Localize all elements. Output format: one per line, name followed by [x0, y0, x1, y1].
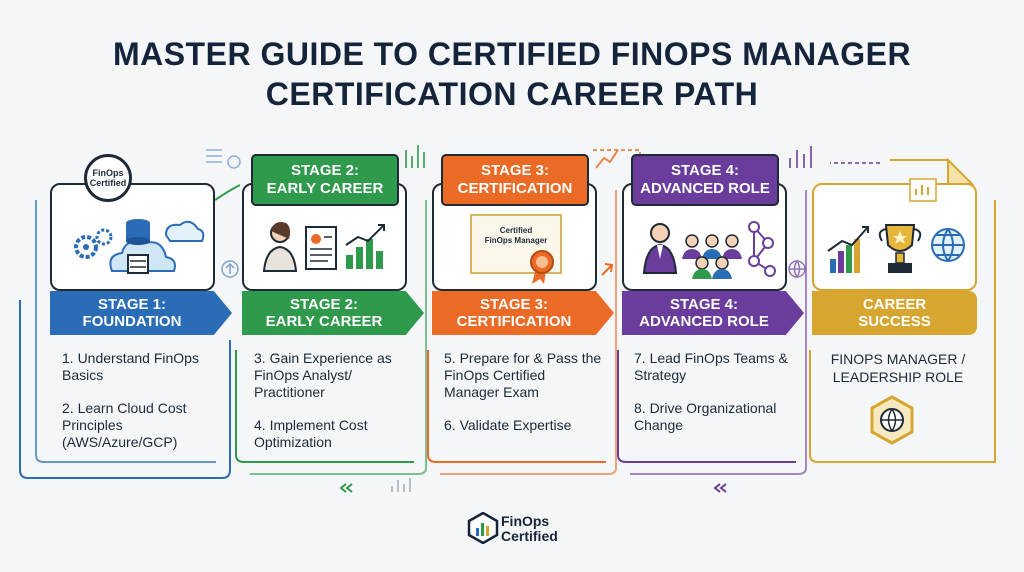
certificate-line-2: FinOps Manager — [484, 236, 548, 245]
globe-icon — [931, 228, 965, 262]
step-item: 6. Validate Expertise — [444, 417, 572, 433]
report-icon — [909, 178, 937, 202]
bar-chart-icon — [827, 226, 869, 273]
globe-icon — [788, 260, 806, 278]
stage-4-header-line-2: ADVANCED ROLE — [640, 180, 770, 197]
stage-4-header-tab: STAGE 4: ADVANCED ROLE — [631, 154, 779, 206]
ribbon-icon — [530, 250, 554, 284]
stage-4-steps: 7. Lead FinOps Teams & Strategy 8. Drive… — [634, 350, 794, 450]
bar-chart-icon — [345, 224, 385, 269]
bar-chart-icon — [789, 146, 812, 168]
step-item: 1. Understand FinOps Basics — [62, 350, 199, 383]
stage-2-steps: 3. Gain Experience as FinOps Analyst/ Pr… — [254, 350, 414, 467]
stage-3-header-line-2: CERTIFICATION — [457, 180, 573, 197]
person-icon — [262, 222, 298, 272]
stage-3-banner: STAGE 3: CERTIFICATION — [432, 291, 614, 335]
page-title: MASTER GUIDE TO CERTIFIED FINOPS MANAGER… — [0, 34, 1024, 114]
certificate-line-1: Certified — [499, 226, 533, 235]
stage-4-header-line-1: STAGE 4: — [670, 162, 740, 179]
trophy-icon — [878, 224, 922, 273]
finops-certified-badge: FinOps Certified — [84, 154, 132, 202]
dashboard-icon — [206, 149, 241, 169]
chart-dots-icon — [391, 478, 411, 492]
globe-badge-icon — [870, 395, 914, 445]
stage-2-banner-line-1: STAGE 2: — [289, 296, 359, 313]
career-success-card — [812, 178, 977, 291]
stage-2-banner: STAGE 2: EARLY CAREER — [242, 291, 424, 335]
line-chart-icon — [595, 149, 619, 169]
finops-logo-icon — [467, 512, 499, 544]
database-icon — [126, 219, 150, 274]
stage-2-header-line-2: EARLY CAREER — [266, 180, 384, 197]
career-success-banner: CAREER SUCCESS — [812, 291, 977, 335]
stage-1-banner: STAGE 1: FOUNDATION — [50, 291, 232, 335]
step-item: 5. Prepare for & Pass the FinOps Certifi… — [444, 350, 602, 400]
upload-icon — [221, 260, 239, 278]
gear-icon — [74, 228, 113, 259]
step-item: 8. Drive Organizational Change — [634, 400, 777, 433]
team-icon — [682, 234, 742, 279]
rocket-icon — [601, 263, 614, 276]
step-item: 2. Learn Cloud Cost Principles (AWS/Azur… — [62, 400, 187, 450]
stage-1-banner-line-1: STAGE 1: — [97, 296, 167, 313]
stage-3-header-tab: STAGE 3: CERTIFICATION — [441, 154, 589, 206]
stage-2-header-tab: STAGE 2: EARLY CAREER — [251, 154, 399, 206]
title-line-2: CERTIFICATION CAREER PATH — [265, 76, 759, 112]
stage-3-banner-line-2: CERTIFICATION — [456, 313, 572, 330]
finops-certified-logo: FinOps Certified — [467, 512, 567, 544]
person-icon — [642, 223, 678, 274]
stage-4-banner: STAGE 4: ADVANCED ROLE — [622, 291, 804, 335]
stage-3-header-line-1: STAGE 3: — [480, 162, 550, 179]
title-line-1: MASTER GUIDE TO CERTIFIED FINOPS MANAGER — [112, 36, 912, 72]
stage-1-steps: 1. Understand FinOps Basics 2. Learn Clo… — [62, 350, 222, 467]
step-item: 3. Gain Experience as FinOps Analyst/ Pr… — [254, 350, 392, 400]
network-icon — [748, 221, 776, 277]
footer-logo-line-1: FinOps — [501, 513, 550, 529]
stage-2-banner-line-2: EARLY CAREER — [265, 313, 383, 330]
stage-3-banner-line-1: STAGE 3: — [479, 296, 549, 313]
report-icon — [305, 226, 337, 270]
stage-2-header-line-1: STAGE 2: — [290, 162, 360, 179]
bar-chart-icon — [405, 145, 425, 168]
footer-logo-line-2: Certified — [501, 528, 558, 544]
chevrons-icon — [339, 483, 353, 493]
badge-line-1: FinOps — [92, 168, 124, 178]
stage-4-banner-line-1: STAGE 4: — [669, 296, 739, 313]
step-item: 7. Lead FinOps Teams & Strategy — [634, 350, 788, 383]
stage-4-banner-line-2: ADVANCED ROLE — [639, 313, 769, 330]
stage-1-banner-line-2: FOUNDATION — [82, 313, 182, 330]
career-success-banner-line-2: SUCCESS — [858, 313, 931, 330]
badge-line-2: Certified — [89, 178, 127, 188]
career-success-role: FINOPS MANAGER / LEADERSHIP ROLE — [830, 351, 966, 385]
career-success-banner-line-1: CAREER — [862, 296, 927, 313]
stage-3-steps: 5. Prepare for & Pass the FinOps Certifi… — [444, 350, 604, 450]
cloud-icon — [109, 220, 205, 272]
stage-1-card — [50, 183, 215, 291]
chevrons-icon — [713, 483, 727, 493]
step-item: 4. Implement Cost Optimization — [254, 417, 368, 450]
